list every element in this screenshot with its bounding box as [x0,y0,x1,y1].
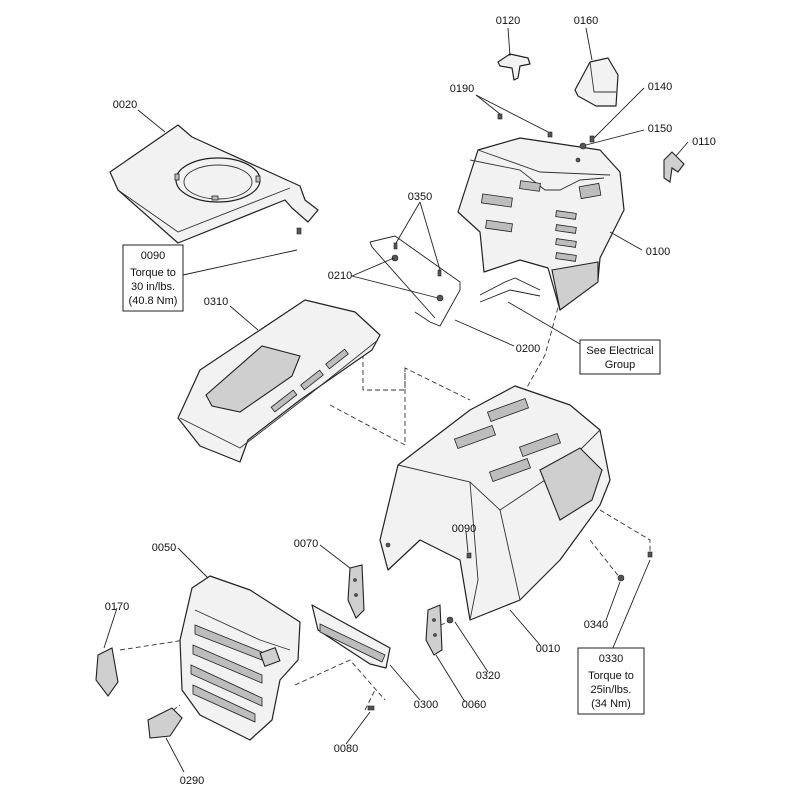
part-0350-screws [393,242,442,277]
note-0330-line3: (34 Nm) [591,698,631,710]
label-0310: 0310 [204,296,228,308]
part-0200-bracket [369,235,541,327]
note-0090-number: 0090 [141,250,165,262]
part-0010-hood-frame [379,385,611,621]
note-0090-line3: (40.8 Nm) [129,295,178,307]
label-0100: 0100 [646,246,670,258]
part-0190-screws [497,113,553,138]
label-0300: 0300 [414,699,438,711]
part-0170-clip [95,647,119,697]
part-0090-screw [466,552,472,559]
part-0120-lever [497,53,531,81]
part-0140-screw [589,135,595,143]
label-0080: 0080 [334,743,358,755]
part-0100-console [457,137,625,311]
part-0060-bracket [425,604,443,656]
leader-lines [103,27,689,773]
label-0290: 0290 [180,775,204,787]
callout-labels: 0120 0160 0020 0190 0140 0150 0110 0350 … [105,15,716,787]
part-0330-screw [647,551,653,558]
part-0150-washer [579,142,587,150]
label-0010: 0010 [536,643,560,655]
label-0350: 0350 [408,191,432,203]
label-0210: 0210 [328,270,352,282]
note-0090-line2: 30 in/lbs. [131,281,175,293]
part-0210-washers [391,254,444,302]
note-0330-number: 0330 [599,653,623,665]
label-0050: 0050 [152,542,176,554]
note-0330-line1: Torque to [588,670,634,682]
part-0310-hood-top [177,299,381,463]
label-0170: 0170 [105,601,129,613]
part-0070-bracket [347,564,365,619]
label-0070: 0070 [294,538,318,550]
part-0080-screw [367,705,375,711]
part-0110-clip [663,151,685,183]
label-0200: 0200 [516,343,540,355]
part-0320-nut [446,616,454,624]
label-0340: 0340 [584,619,608,631]
note-0090-torque: 0090 Torque to 30 in/lbs. (40.8 Nm) [122,244,184,312]
label-0090-hw: 0090 [452,523,476,535]
part-0050-grille [179,575,301,741]
part-0340-nut [617,574,625,582]
part-0290-bumper [147,707,183,739]
label-0140: 0140 [648,81,672,93]
label-0320: 0320 [476,670,500,682]
note-0330-torque: 0330 Torque to 25in/lbs. (34 Nm) [577,647,645,715]
label-0110: 0110 [692,136,716,148]
note-electrical-group: See Electrical Group [579,339,661,375]
part-0020-dash-panel [109,124,319,244]
note-electrical-line2: Group [605,359,636,371]
part-0160-cap [574,57,619,107]
note-0330-line2: 25in/lbs. [591,684,632,696]
part-0300-emblem-bar [311,604,391,669]
label-0160: 0160 [574,15,598,27]
note-0090-line1: Torque to [130,267,176,279]
label-0190: 0190 [450,83,474,95]
label-0020: 0020 [113,99,137,111]
note-electrical-line1: See Electrical [586,345,653,357]
label-0150: 0150 [648,123,672,135]
label-0120: 0120 [496,15,520,27]
label-0060: 0060 [462,699,486,711]
